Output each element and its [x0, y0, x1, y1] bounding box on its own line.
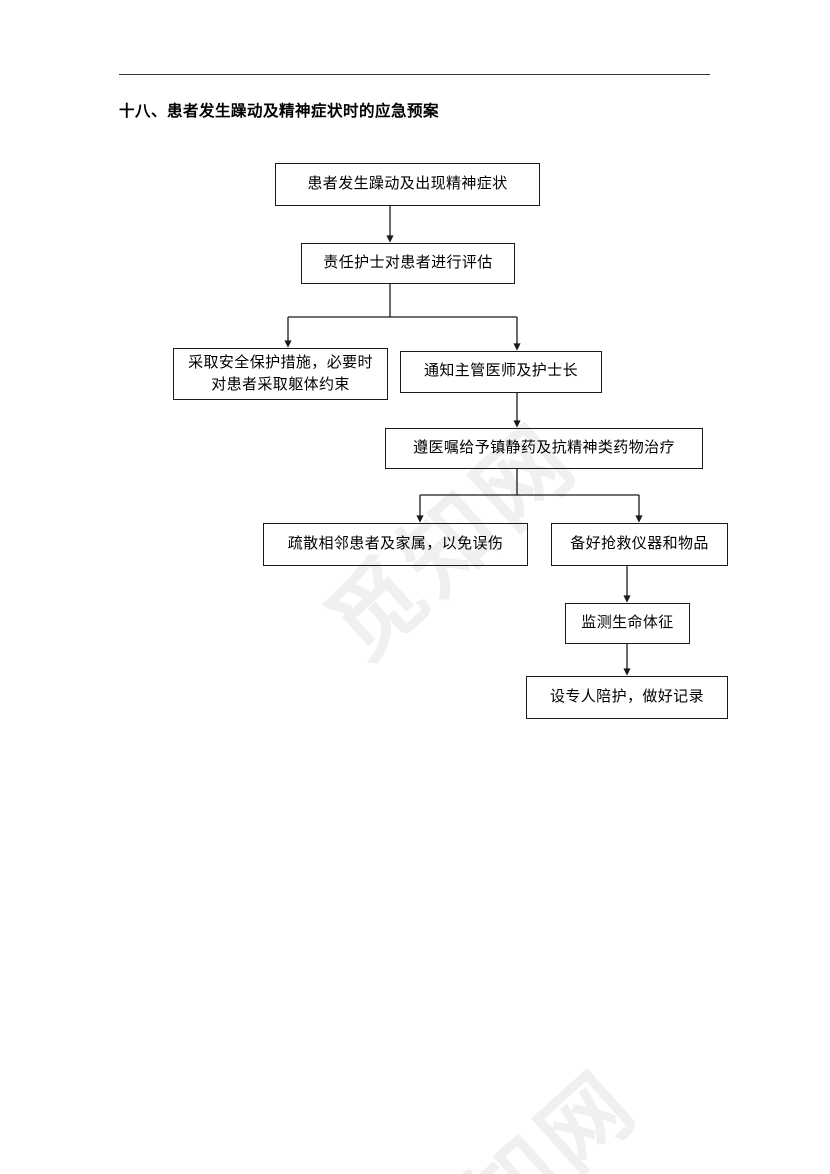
flow-node-evacuate: 疏散相邻患者及家属，以免误伤: [263, 523, 528, 566]
flow-node-medicate: 遵医嘱给予镇静药及抗精神类药物治疗: [385, 428, 703, 469]
flow-node-equipment: 备好抢救仪器和物品: [551, 523, 728, 566]
flow-node-escort: 设专人陪护，做好记录: [526, 676, 728, 719]
page-title: 十八、患者发生躁动及精神症状时的应急预案: [119, 103, 440, 120]
flow-node-vitals: 监测生命体征: [565, 603, 690, 644]
flow-node-protect: 采取安全保护措施，必要时对患者采取躯体约束: [173, 348, 388, 400]
header-divider: [119, 74, 710, 75]
flow-node-notify: 通知主管医师及护士长: [400, 351, 602, 393]
flow-node-assess: 责任护士对患者进行评估: [301, 243, 515, 284]
flow-node-onset: 患者发生躁动及出现精神症状: [275, 163, 540, 206]
